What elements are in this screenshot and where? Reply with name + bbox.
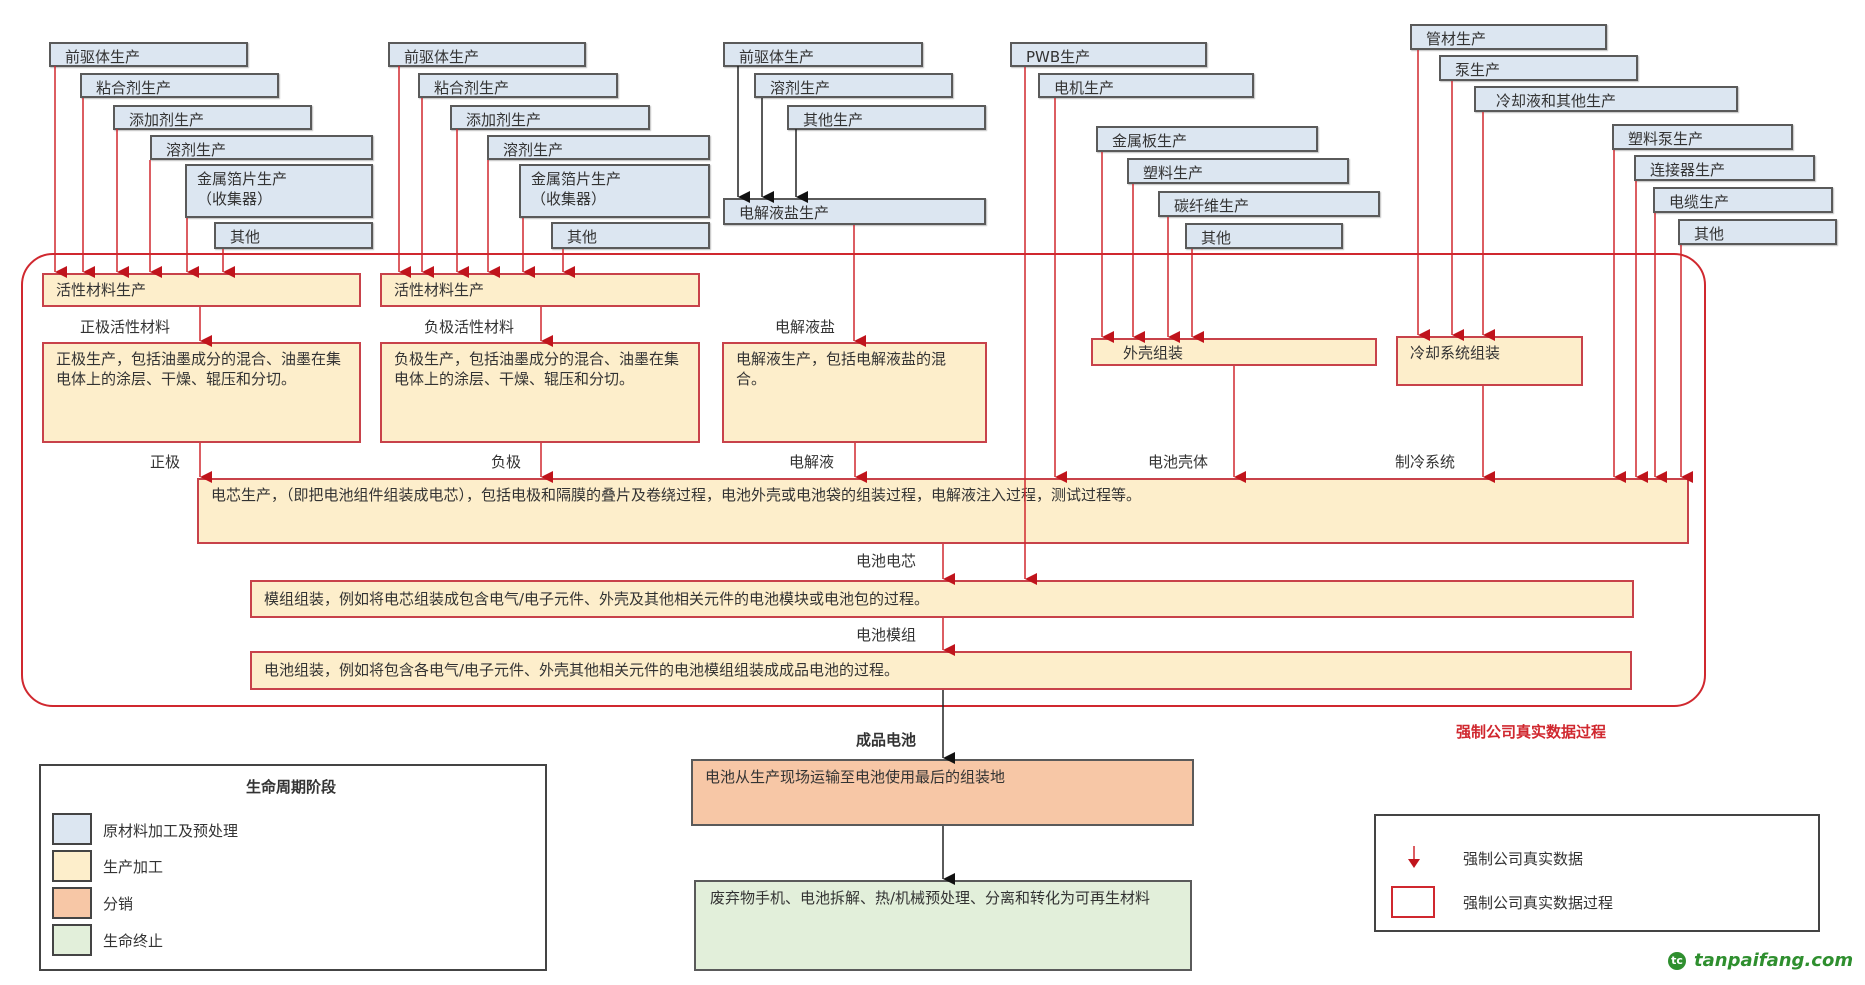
legend-label-end-of-life: 生命终止 [103, 932, 164, 950]
raw-box-metal-sheet: 金属板生产 [1096, 126, 1318, 152]
red-arrow-icon [1408, 846, 1420, 868]
raw-box-c2-solvent: 溶剂生产 [487, 135, 710, 160]
raw-box-pwb: PWB生产 [1010, 42, 1207, 67]
label-battery-casing: 电池壳体 [1148, 453, 1209, 471]
label-battery-module: 电池模组 [856, 626, 917, 644]
legend-label-mandatory-data: 强制公司真实数据 [1463, 850, 1584, 868]
raw-box-casing-other: 其他 [1185, 223, 1343, 249]
cooling-system-assembly: 冷却系统组装 [1396, 336, 1583, 386]
container-label: 强制公司真实数据过程 [1456, 723, 1607, 741]
raw-box-c2-binder: 粘合剂生产 [418, 73, 618, 98]
watermark: tc tanpaifang.com [1668, 950, 1853, 971]
watermark-text: tanpaifang.com [1694, 950, 1854, 971]
legend-title: 生命周期阶段 [246, 778, 337, 796]
anode-production: 负极生产，包括油墨成分的混合、油墨在集电体上的涂层、干燥、辊压和分切。 [380, 342, 700, 443]
legend-swatch-end-of-life [52, 924, 92, 956]
raw-box-pipe: 管材生产 [1410, 24, 1607, 50]
legend-lifecycle-stages: 生命周期阶段 原材料加工及预处理 生产加工 分销 生命终止 [39, 764, 547, 971]
label-battery-cell: 电池电芯 [856, 552, 917, 570]
legend-mandatory-data: 强制公司真实数据 强制公司真实数据过程 [1374, 814, 1820, 932]
raw-box-connector: 连接器生产 [1634, 155, 1815, 181]
raw-box-c1-metal-foil: 金属箔片生产 （收集器） [185, 164, 373, 218]
module-assembly: 模组组装，例如将电芯组装成包含电气/电子元件、外壳及其他相关元件的电池模块或电池… [250, 580, 1634, 618]
raw-box-plastic-pump: 塑料泵生产 [1612, 124, 1793, 150]
raw-box-c3-precursor: 前驱体生产 [723, 42, 923, 67]
label-anode-active-material: 负极活性材料 [424, 318, 515, 336]
raw-box-c1-additive: 添加剂生产 [113, 105, 312, 130]
label-anode: 负极 [491, 453, 522, 471]
raw-box-electrolyte-salt: 电解液盐生产 [723, 198, 986, 225]
cathode-production: 正极生产，包括油墨成分的混合、油墨在集电体上的涂层、干燥、辊压和分切。 [42, 342, 361, 443]
raw-box-c2-other: 其他 [551, 222, 710, 249]
casing-assembly: 外壳组装 [1091, 338, 1377, 366]
pack-assembly: 电池组装，例如将包含各电气/电子元件、外壳其他相关元件的电池模组组装成成品电池的… [250, 651, 1632, 690]
legend-swatch-distribution [52, 887, 92, 919]
raw-box-c3-other: 其他生产 [787, 105, 986, 130]
legend-label-raw: 原材料加工及预处理 [103, 822, 239, 840]
raw-box-c1-binder: 粘合剂生产 [80, 73, 279, 98]
red-box-icon [1391, 886, 1435, 918]
raw-box-pump: 泵生产 [1439, 55, 1638, 81]
label-cathode-active-material: 正极活性材料 [80, 318, 171, 336]
raw-box-c1-solvent: 溶剂生产 [150, 135, 373, 160]
end-of-life-box: 废弃物手机、电池拆解、热/机械预处理、分离和转化为可再生材料 [694, 880, 1192, 971]
raw-box-cable: 电缆生产 [1653, 187, 1833, 213]
label-electrolyte-salt: 电解液盐 [775, 318, 836, 336]
distribution-box: 电池从生产现场运输至电池使用最后的组装地 [691, 759, 1194, 826]
raw-box-c2-precursor: 前驱体生产 [388, 42, 586, 67]
label-electrolyte: 电解液 [789, 453, 835, 471]
legend-swatch-raw [52, 813, 92, 845]
raw-box-c1-other: 其他 [214, 222, 373, 249]
raw-box-carbon-fiber: 碳纤维生产 [1158, 191, 1380, 217]
raw-box-c1-precursor: 前驱体生产 [49, 42, 248, 67]
label-cooling-system: 制冷系统 [1395, 453, 1456, 471]
raw-box-c2-additive: 添加剂生产 [450, 105, 650, 130]
legend-label-mandatory-process: 强制公司真实数据过程 [1463, 894, 1614, 912]
active-material-production-anode: 活性材料生产 [380, 273, 700, 307]
mandatory-data-process-boundary [21, 253, 1706, 707]
raw-box-c2-metal-foil: 金属箔片生产 （收集器） [519, 164, 710, 218]
raw-box-motor: 电机生产 [1038, 73, 1254, 98]
electrolyte-production: 电解液生产，包括电解液盐的混合。 [722, 342, 987, 443]
active-material-production-cathode: 活性材料生产 [42, 273, 361, 307]
legend-label-distribution: 分销 [103, 895, 134, 913]
raw-box-plastic: 塑料生产 [1127, 158, 1349, 184]
leaf-logo-icon: tc [1668, 951, 1686, 970]
label-cathode: 正极 [150, 453, 181, 471]
raw-box-c3-solvent: 溶剂生产 [754, 73, 953, 98]
raw-box-coolant: 冷却液和其他生产 [1474, 86, 1738, 112]
label-finished-battery: 成品电池 [856, 731, 917, 749]
cell-production: 电芯生产，（即把电池组件组装成电芯），包括电极和隔膜的叠片及卷绕过程，电池外壳或… [197, 478, 1689, 544]
legend-label-manufacturing: 生产加工 [103, 858, 164, 876]
legend-swatch-manufacturing [52, 850, 92, 882]
raw-box-other-5: 其他 [1678, 219, 1837, 245]
